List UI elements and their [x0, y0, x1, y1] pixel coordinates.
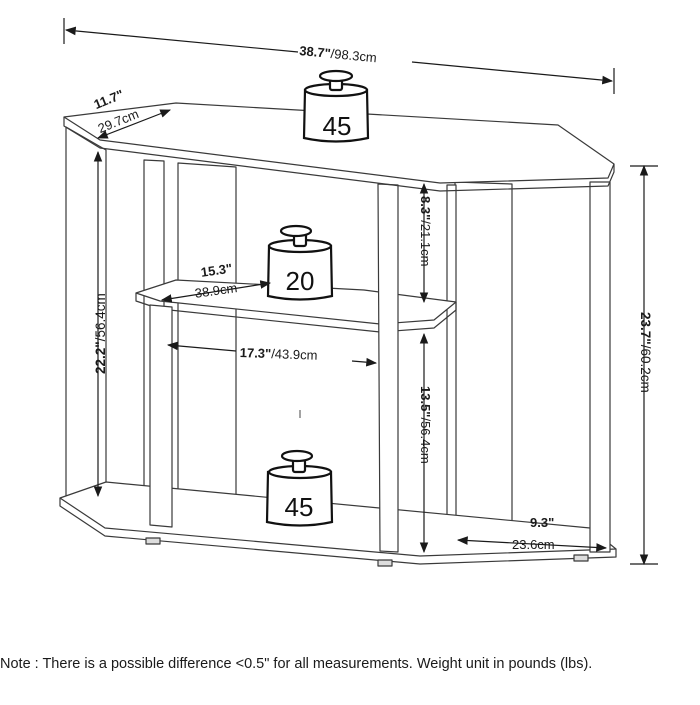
back-right-panel: [454, 181, 513, 541]
dim-mid-depth-arrow: [160, 280, 272, 303]
dim-lower-clear-cm: /56.4cm: [418, 417, 433, 464]
dim-total-height-inch: 23.7": [638, 312, 653, 345]
weight-top-value: 45: [322, 111, 352, 141]
weight-bottom: [265, 449, 334, 527]
dim-inner-width-label: 17.3"/43.9cm: [239, 345, 318, 363]
weight-top: [302, 69, 370, 143]
foot-left: [145, 537, 161, 545]
top-board: [63, 102, 615, 184]
dim-base-depth-cm: 23.6cm: [512, 537, 555, 552]
dim-width-arrow-right: [411, 61, 614, 85]
front-post-left: [149, 304, 173, 528]
dim-inner-width-arrow-left: [166, 341, 237, 352]
dim-upper-clear-label: 8.3"/21.1cm: [418, 196, 433, 267]
dim-inner-width-arrow-right: [351, 357, 378, 367]
dim-width-inch: 38.7": [298, 43, 332, 61]
right-leg: [589, 181, 611, 553]
dim-base-depth-inch: 9.3": [530, 515, 555, 530]
dim-left-height-cm: /56.4cm: [93, 293, 108, 342]
weight-middle-value: 20: [285, 266, 315, 296]
foot-right: [573, 554, 589, 562]
back-post-right: [446, 184, 457, 529]
weight-bottom-value: 45: [284, 492, 314, 522]
dim-upper-clear-inch: 8.3": [418, 196, 433, 221]
dim-lower-clear-inch: 13.5": [418, 386, 433, 418]
dim-left-height-inch: 22.2": [93, 341, 108, 374]
dim-total-height-cm: /60.2cm: [638, 344, 653, 393]
weight-middle: [266, 224, 334, 301]
dim-left-height-label: 22.2"/56.4cm: [93, 293, 108, 374]
foot-front: [377, 559, 393, 567]
back-left-panel: [177, 162, 237, 519]
dim-lower-clear-label: 13.5"/56.4cm: [418, 386, 433, 464]
dim-width-arrow-left: [64, 26, 299, 53]
dim-base-depth-arrow: [456, 536, 608, 552]
dim-top-depth-arrow: [96, 109, 172, 139]
dim-inner-width-inch: 17.3": [239, 345, 272, 362]
dim-total-height-label: 23.7"/60.2cm: [638, 312, 653, 393]
measurement-note: Note : There is a possible difference <0…: [0, 656, 593, 672]
front-post-right: [377, 183, 399, 553]
dim-upper-clear-cm: /21.1cm: [418, 220, 433, 267]
dim-inner-width-cm: /43.9cm: [270, 346, 318, 363]
